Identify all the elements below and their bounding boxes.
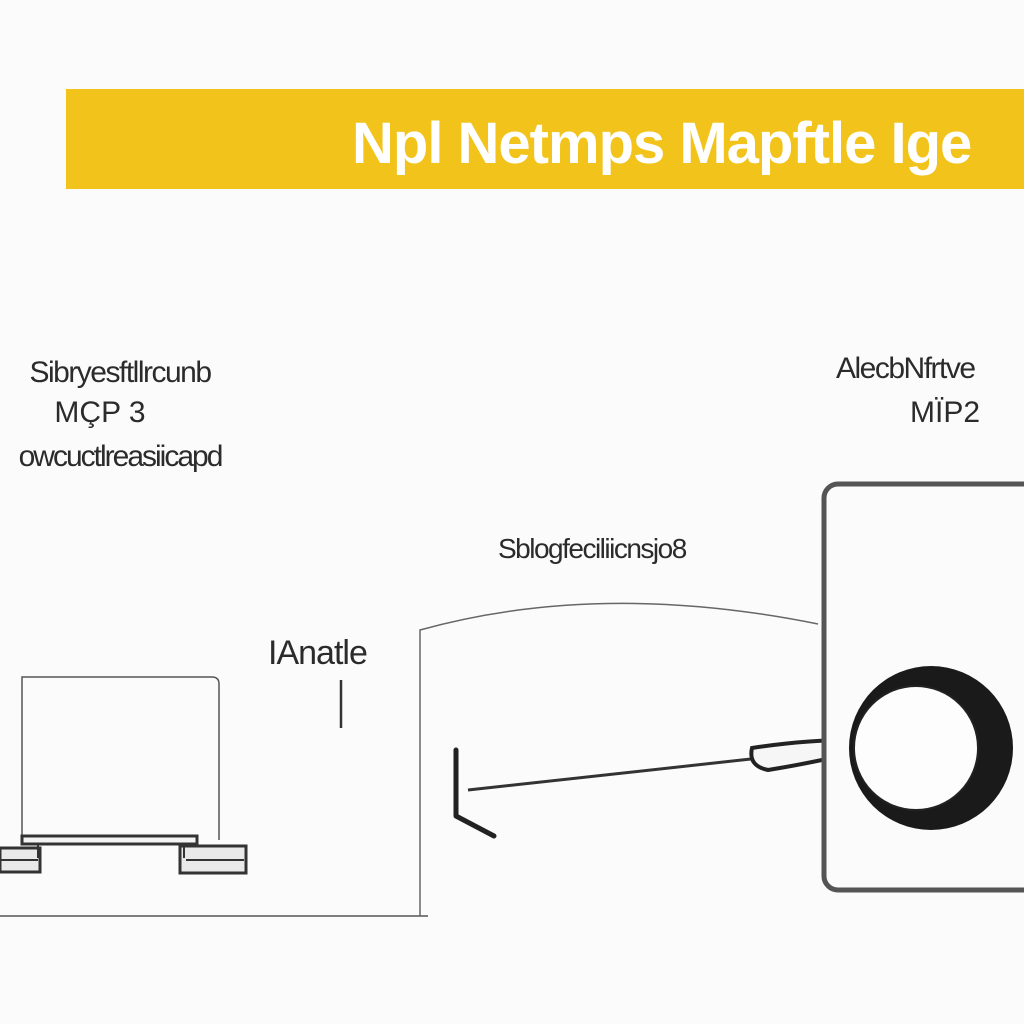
right-device bbox=[821, 481, 1024, 893]
right-device-label-line1: AlecbNfrtve bbox=[836, 354, 976, 384]
right-device-label-line2: MÏP2 bbox=[910, 396, 981, 429]
left-device bbox=[0, 676, 248, 875]
left-device-label-line1: Sibryesftllrcunb bbox=[29, 356, 212, 389]
title-banner bbox=[66, 89, 1024, 189]
left-device-label-line2: MÇP 3 bbox=[54, 396, 146, 429]
left-device-label-line3: owcuctlreasiicapd bbox=[18, 440, 224, 473]
bracket-hook bbox=[453, 747, 497, 839]
connection-label: Sblogfeciliicnsjo8 bbox=[498, 533, 687, 564]
pointer-label: IAnatle bbox=[268, 634, 368, 672]
banner-title: Npl Netmps Mapftle Ige bbox=[352, 111, 972, 176]
connection-arc bbox=[419, 602, 819, 916]
